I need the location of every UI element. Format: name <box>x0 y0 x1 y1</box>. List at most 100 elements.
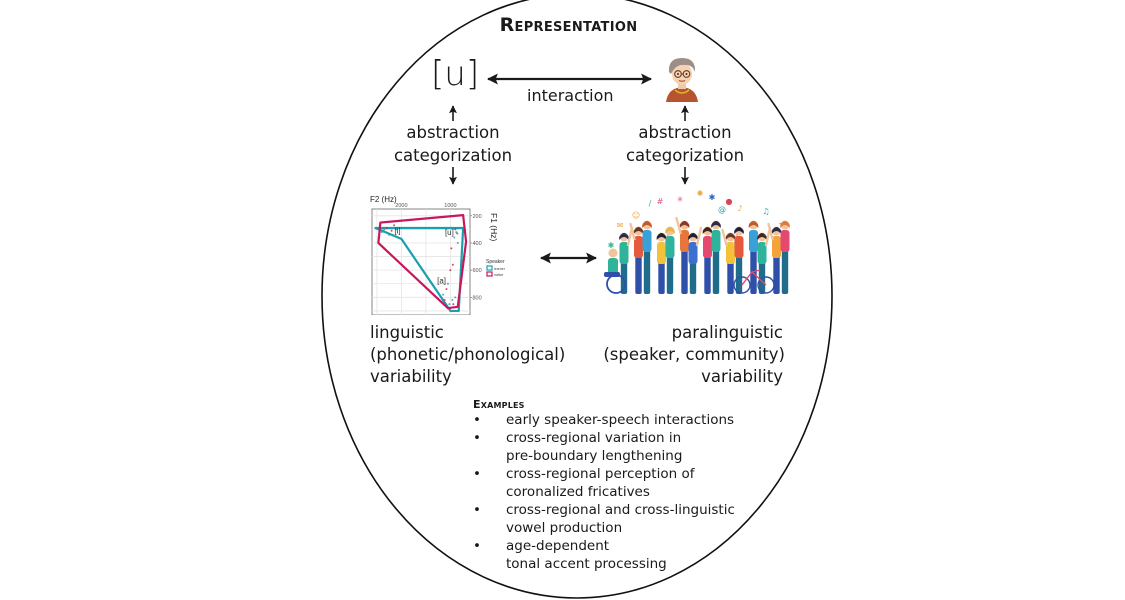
legend-swatch-native <box>486 271 493 277</box>
legend-label-learner: learner <box>494 267 506 271</box>
data-point-learner <box>388 233 391 236</box>
phoneme-symbol: [u] <box>431 54 480 94</box>
person-hair <box>780 221 790 228</box>
data-point-learner <box>380 231 383 234</box>
data-point-native <box>385 227 388 230</box>
left-abstraction-label: abstraction categorization <box>373 121 533 167</box>
person-torso <box>734 236 744 258</box>
bullet-icon: • <box>473 502 481 518</box>
vowel-label: [a] <box>437 277 446 286</box>
wheelchair-person-torso <box>608 258 618 274</box>
data-point-native <box>450 247 453 250</box>
data-point-native <box>451 263 454 266</box>
example-line: cross-regional perception of <box>506 466 695 482</box>
variability-line: variability <box>701 367 783 386</box>
x-tick-label: 2000 <box>395 203 407 209</box>
person-hair <box>679 221 690 228</box>
example-line: early speaker-speech interactions <box>506 412 735 428</box>
x-axis-title: F2 (Hz) <box>370 195 397 204</box>
person-legs <box>704 254 711 294</box>
person-hair <box>619 233 629 240</box>
y-tick-label: 400 <box>473 241 482 247</box>
data-point-learner <box>454 296 457 299</box>
vowel-polygon-learner <box>374 226 465 313</box>
data-point-native <box>393 224 396 227</box>
person-torso <box>634 236 643 258</box>
person-legs <box>712 248 720 294</box>
y-tick-label: 800 <box>473 295 482 301</box>
data-point-native <box>454 228 457 231</box>
variability-line: (speaker, community) <box>603 345 785 364</box>
floating-symbol-icon: ☺ <box>632 211 640 220</box>
person-torso <box>657 242 666 264</box>
y-tick-label: 600 <box>473 268 482 274</box>
floating-symbol-icon: ♪ <box>737 204 742 213</box>
person-legs <box>643 248 651 294</box>
floating-symbol-icon: ● <box>726 197 733 206</box>
bullet-icon: • <box>473 538 481 554</box>
data-point-learner <box>456 241 459 244</box>
right-abstraction-label: abstraction categorization <box>605 121 765 167</box>
examples-list: • early speaker-speech interactions • cross… <box>470 411 770 573</box>
diagram-title: Representation <box>499 14 638 36</box>
interaction-label: interaction <box>527 86 614 105</box>
bicycle-wheel <box>757 276 775 294</box>
person-torso <box>703 236 712 258</box>
data-point-native <box>443 299 446 302</box>
vowel-polygon-native <box>377 214 468 310</box>
person-torso <box>757 242 767 264</box>
example-line: age-dependent <box>506 538 610 554</box>
bullet-icon: • <box>473 466 481 482</box>
y-tick-label: 200 <box>473 214 482 220</box>
person-legs <box>727 260 734 294</box>
person-hair <box>725 233 736 240</box>
person-hair <box>748 221 759 228</box>
categorization-text: categorization <box>393 146 513 165</box>
person-hair <box>665 227 675 234</box>
example-item: • early speaker-speech interactions <box>470 411 770 429</box>
floating-symbol-icon: # <box>657 197 664 206</box>
bicycle-wheel <box>733 276 751 294</box>
legend-label-native: native <box>494 273 503 277</box>
data-point-native <box>390 229 393 232</box>
wheelchair-person-head <box>608 248 618 258</box>
person-hair <box>757 233 767 240</box>
example-line: vowel production <box>506 520 623 536</box>
data-point-learner <box>383 228 386 231</box>
variability-line: paralinguistic <box>671 323 783 342</box>
abstraction-text: abstraction <box>638 123 732 142</box>
community-crowd-icon: #✳✺✱●@♪♫☺✉~/✱ <box>604 189 790 294</box>
categorization-text: categorization <box>625 146 745 165</box>
example-line: cross-regional and cross-linguistic <box>506 502 735 518</box>
bullet-icon: • <box>473 412 481 428</box>
example-item: • cross-regional and cross-linguistic vowe… <box>470 501 770 537</box>
floating-symbol-icon: / <box>649 199 652 208</box>
person-torso <box>711 230 721 252</box>
vowel-label: [i] <box>394 226 400 235</box>
paralinguistic-variability-label: paralinguistic (speaker, community) vari… <box>583 322 785 388</box>
floating-symbol-icon: ✳ <box>677 195 684 204</box>
person-torso <box>726 242 735 264</box>
person-raised-arm <box>721 228 728 247</box>
data-point-learner <box>453 236 456 239</box>
person-raised-arm <box>695 226 703 247</box>
person-hair <box>734 227 744 234</box>
person-hair <box>642 221 652 228</box>
person-torso <box>680 230 689 252</box>
example-line: coronalized fricatives <box>506 484 650 500</box>
person-legs <box>735 254 743 294</box>
variability-line: variability <box>370 367 452 386</box>
person-torso <box>665 236 675 258</box>
person-legs <box>773 254 780 294</box>
data-point-learner <box>448 303 451 306</box>
person-torso <box>688 242 698 264</box>
person-raised-arm <box>767 222 774 241</box>
variability-line: linguistic <box>370 323 444 342</box>
linguistic-variability-label: linguistic (phonetic/phonological) varia… <box>370 322 565 388</box>
floating-symbol-icon: ✺ <box>697 189 704 198</box>
data-point-learner <box>446 282 449 285</box>
abstraction-text: abstraction <box>406 123 500 142</box>
